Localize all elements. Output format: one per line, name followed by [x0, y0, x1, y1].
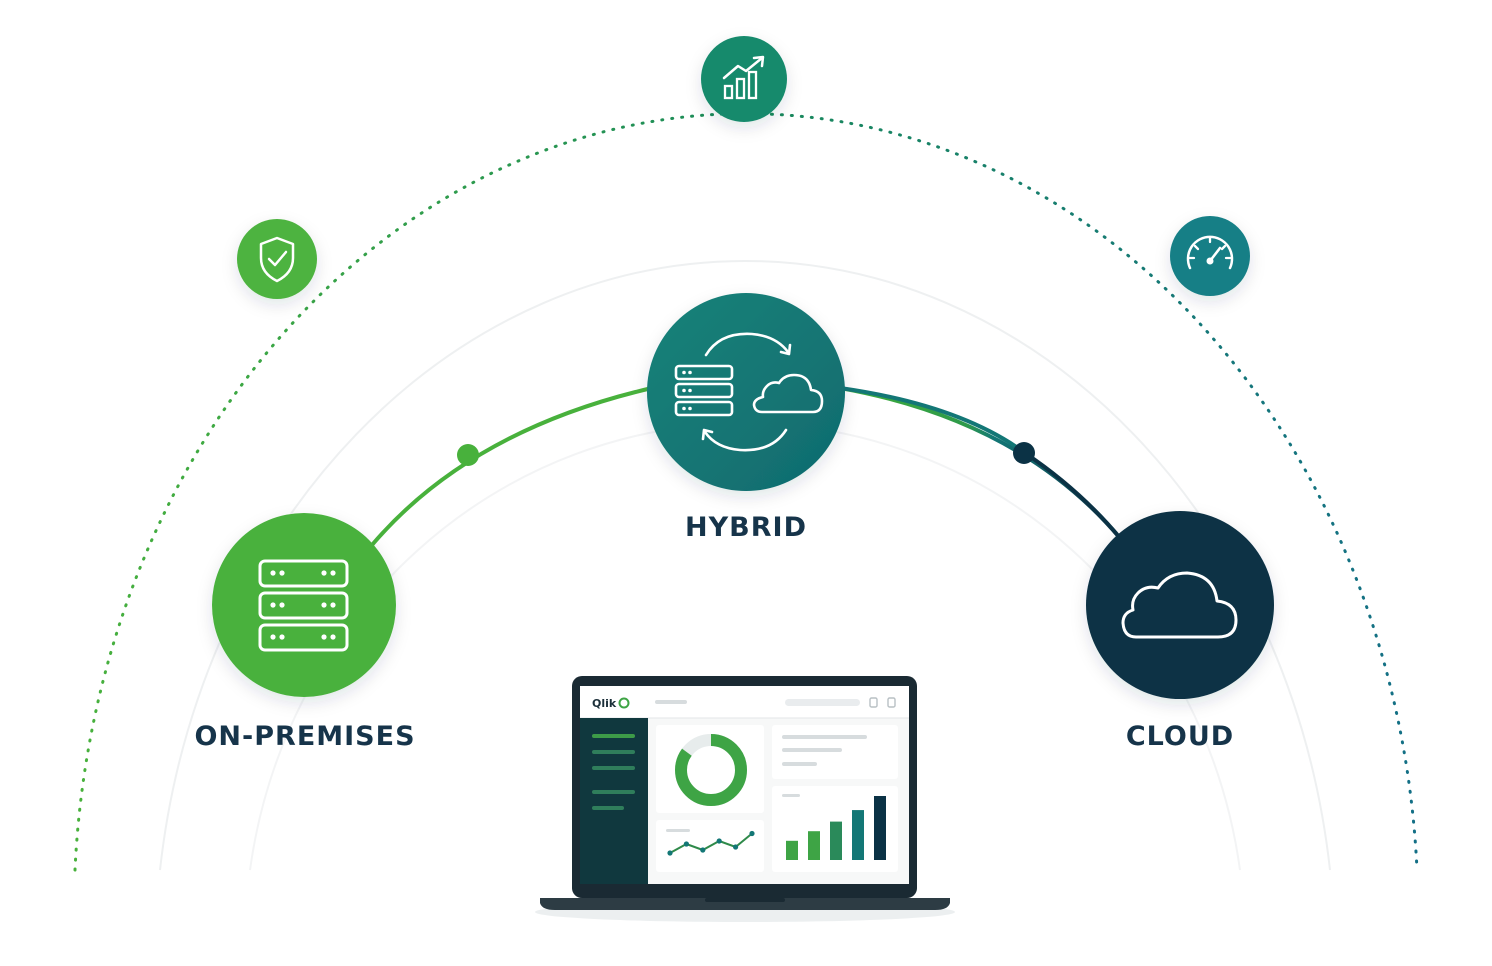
- laptop-brand: Qlik: [592, 697, 617, 710]
- laptop-brand-mark: [618, 697, 630, 709]
- hybrid-node: [647, 293, 845, 491]
- on-premises-label: ON-PREMISES: [194, 721, 416, 752]
- laptop-bar: [786, 840, 798, 860]
- cloud-node: [1086, 511, 1274, 699]
- bar-chart-growth-icon: [701, 36, 787, 122]
- hybrid-label: HYBRID: [685, 512, 807, 543]
- server-cloud-sync-icon: [674, 332, 824, 452]
- laptop-line-point: [700, 847, 706, 853]
- laptop-dashboard-icon: [535, 676, 955, 922]
- shield-check-icon: [237, 219, 317, 299]
- laptop-bar: [874, 796, 886, 860]
- speedometer-icon: [1170, 216, 1250, 296]
- laptop-bar: [808, 831, 820, 860]
- connector-right: [839, 386, 1122, 540]
- laptop-line-point: [667, 850, 673, 856]
- cloud-label: CLOUD: [1125, 721, 1235, 752]
- laptop-line-point: [749, 830, 755, 837]
- laptop-bar: [852, 810, 864, 860]
- cloud-icon: [1121, 571, 1238, 639]
- connector-dot-right: [1013, 442, 1035, 464]
- laptop-line-chart: [667, 830, 755, 856]
- laptop-line-point: [683, 841, 690, 847]
- on-premises-node: [212, 513, 396, 697]
- donut-chart: [675, 734, 747, 806]
- laptop-line-point: [716, 838, 722, 844]
- connector-left: [370, 386, 653, 547]
- laptop-bar: [830, 821, 842, 860]
- connector-dot-left: [457, 444, 479, 466]
- laptop-line-point: [733, 844, 739, 850]
- laptop-line-series: [669, 832, 753, 854]
- laptop-bar-chart: [786, 796, 886, 860]
- server-stack-icon: [258, 559, 349, 652]
